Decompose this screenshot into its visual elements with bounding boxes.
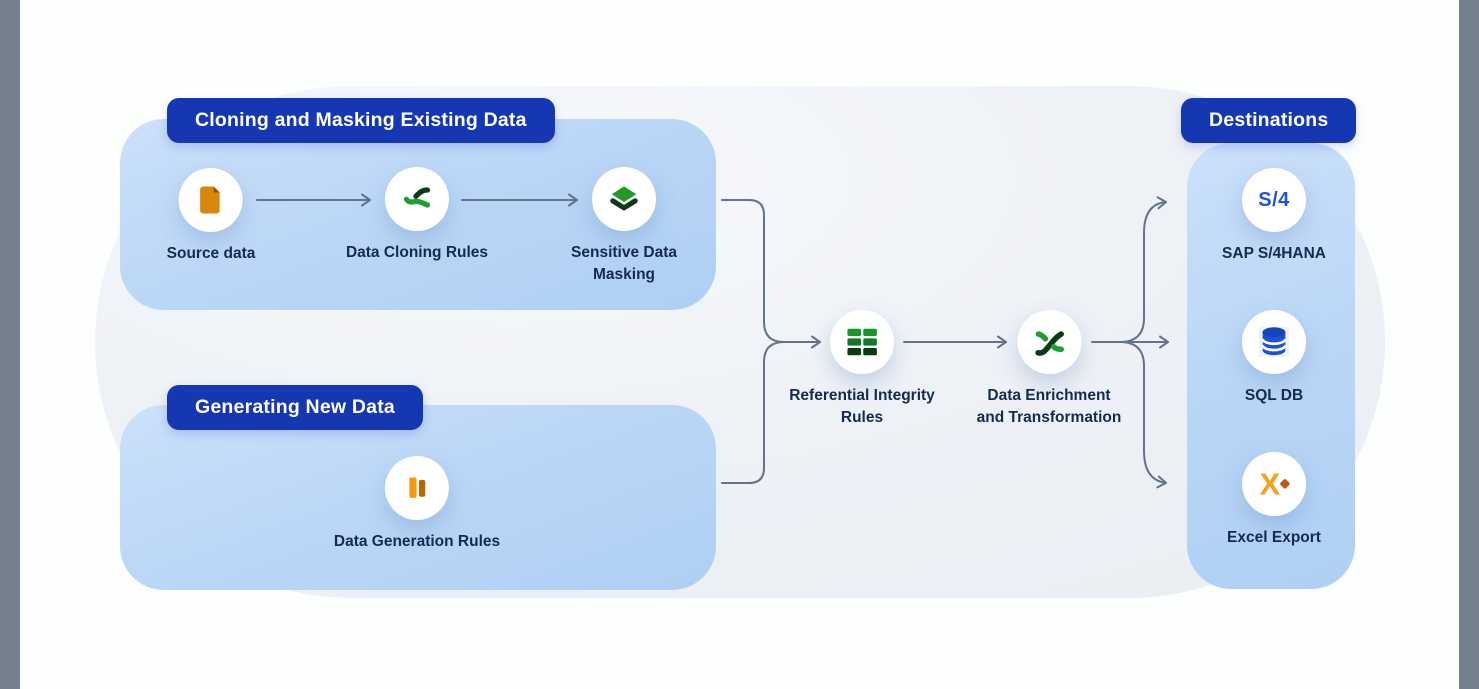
node-circle — [1017, 310, 1081, 374]
node-data-enrichment: Data Enrichment and Transformation — [977, 310, 1122, 429]
node-circle: X — [1242, 452, 1306, 516]
svg-text:X: X — [1260, 466, 1281, 501]
node-circle — [178, 168, 243, 232]
node-label: SAP S/4HANA — [1222, 245, 1326, 262]
cloning-icon — [403, 187, 431, 208]
node-circle — [385, 456, 449, 520]
right-frame-band — [1459, 0, 1479, 689]
database-icon — [1258, 326, 1290, 358]
left-frame-band — [0, 0, 20, 689]
node-label: Excel Export — [1227, 529, 1321, 546]
integrity-grid-icon — [847, 328, 877, 356]
shuffle-transform-icon — [1034, 331, 1064, 356]
node-data-cloning-rules: Data Cloning Rules — [346, 167, 488, 264]
generation-bars-icon — [409, 477, 426, 498]
node-label: Referential Integrity Rules — [789, 387, 935, 426]
node-circle — [592, 167, 656, 231]
sap-s4-icon: S/4 — [1258, 188, 1290, 211]
node-label: Data Enrichment and Transformation — [976, 387, 1122, 426]
node-source-data: Source data — [166, 168, 256, 265]
node-excel-export: X Excel Export — [1227, 452, 1321, 549]
node-label: Sensitive Data Masking — [571, 244, 677, 283]
document-icon — [200, 186, 220, 214]
node-sql-db: SQL DB — [1242, 310, 1306, 407]
node-circle — [830, 310, 894, 374]
node-label: Data Cloning Rules — [345, 244, 489, 261]
node-sap-s4hana: S/4 SAP S/4HANA — [1222, 168, 1326, 265]
node-label: SQL DB — [1244, 387, 1304, 404]
masking-layers-icon — [610, 186, 638, 211]
generating-badge: Generating New Data — [167, 385, 423, 430]
node-data-generation-rules: Data Generation Rules — [334, 456, 500, 553]
node-circle — [1242, 310, 1306, 374]
node-label: Source data — [166, 245, 256, 262]
node-referential-integrity: Referential Integrity Rules — [777, 310, 947, 429]
cloning-badge: Cloning and Masking Existing Data — [167, 98, 555, 143]
node-sensitive-data-masking: Sensitive Data Masking — [560, 167, 688, 286]
node-circle: S/4 — [1242, 168, 1306, 232]
node-label: Data Generation Rules — [333, 533, 501, 550]
excel-icon: X — [1260, 466, 1290, 501]
destinations-badge: Destinations — [1181, 98, 1357, 143]
node-circle — [384, 167, 449, 231]
